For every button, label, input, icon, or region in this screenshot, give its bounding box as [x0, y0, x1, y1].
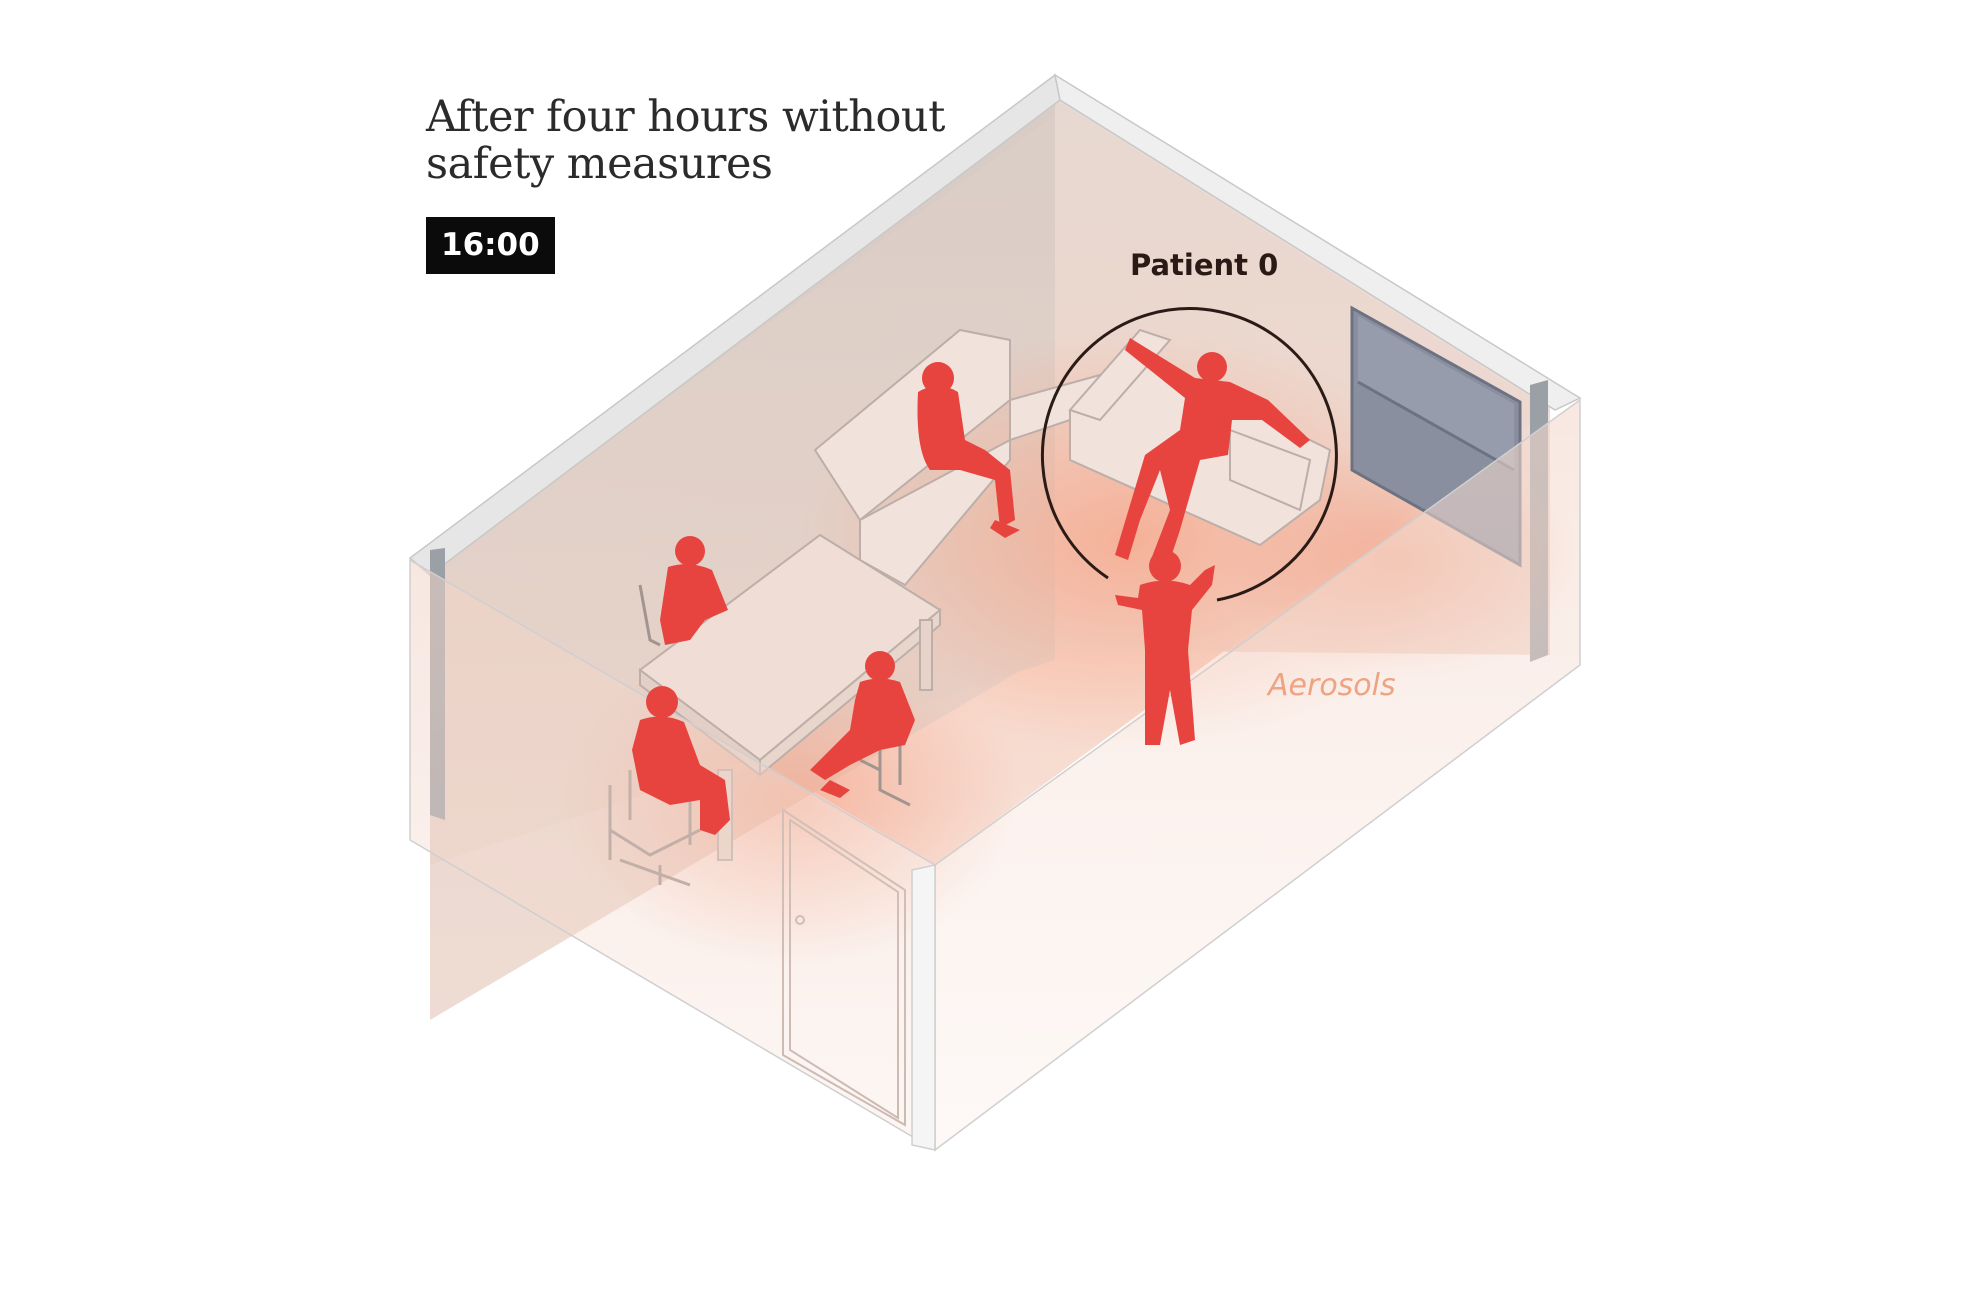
person-table-front-left [632, 686, 730, 835]
wall-top-right [1053, 73, 1582, 411]
patient-zero-ring [1040, 307, 1338, 602]
person-standing [1115, 550, 1215, 745]
aerosols-label: Aerosols [1268, 668, 1396, 703]
person-table-back [660, 536, 728, 645]
person-patient-zero [1115, 338, 1310, 562]
headline-line-1: After four hours without [426, 92, 945, 142]
person-table-front-right [810, 651, 915, 798]
headline: After four hours without safety measures [426, 94, 986, 188]
headline-line-2: safety measures [426, 139, 773, 189]
time-badge: 16:00 [426, 217, 555, 274]
window-pane [1358, 316, 1514, 470]
person-sofa-left [917, 362, 1020, 538]
front-corner-post [911, 864, 936, 1151]
patient-zero-label: Patient 0 [1130, 248, 1279, 282]
